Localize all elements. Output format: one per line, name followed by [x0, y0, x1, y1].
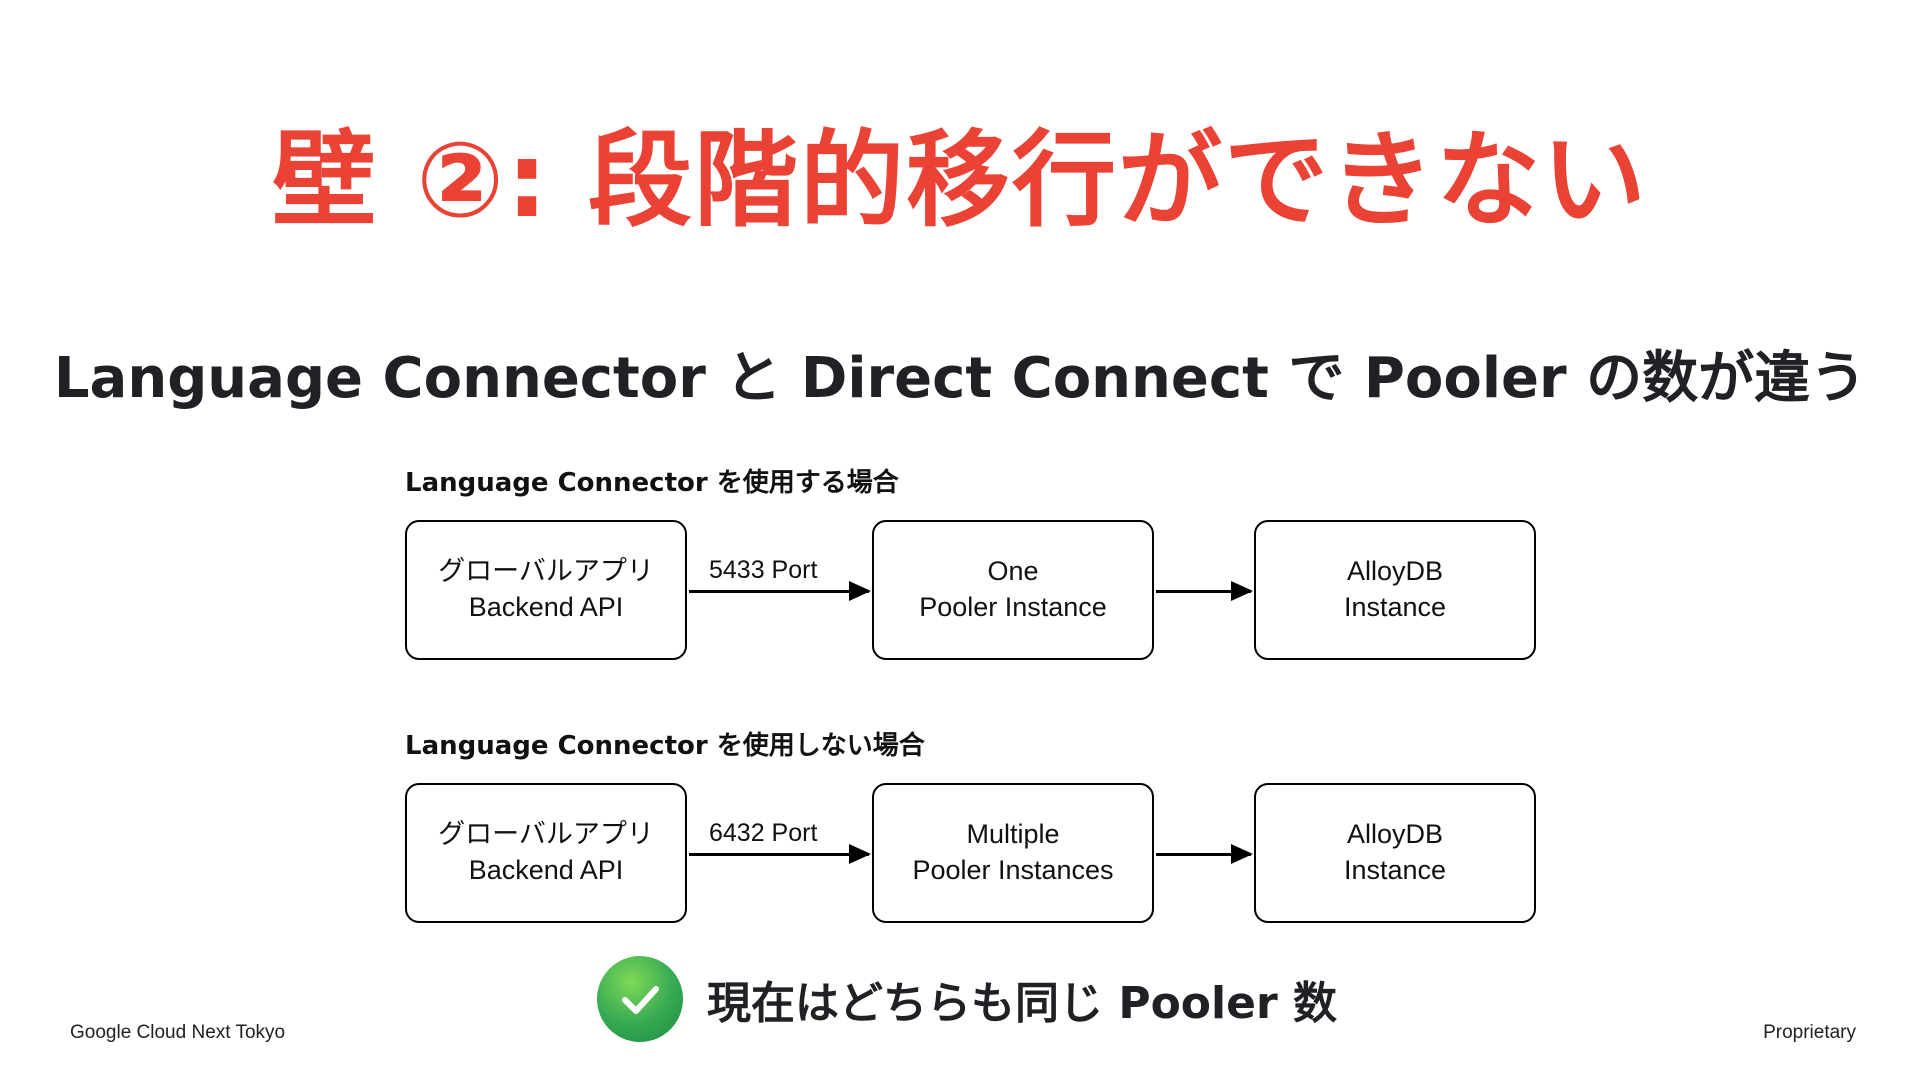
pooler-box-one: One Pooler Instance — [872, 520, 1154, 660]
slide-subtitle: Language Connector と Direct Connect で Po… — [53, 346, 1867, 411]
section-label-with-connector: Language Connector を使用する場合 — [405, 468, 899, 498]
port-label-6432: 6432 Port — [709, 819, 818, 847]
source-box-backend-api-2: グローバルアプリ Backend API — [405, 783, 687, 923]
arrow-api-to-poolers — [689, 845, 871, 863]
footer-proprietary: Proprietary — [1763, 1022, 1856, 1043]
footer-event-name: Google Cloud Next Tokyo — [70, 1022, 286, 1043]
db-box-line1: AlloyDB — [1346, 556, 1444, 587]
port-label-5433: 5433 Port — [709, 556, 818, 584]
db-box-alloydb-2: AlloyDB Instance — [1254, 783, 1536, 923]
arrow-api-to-pooler — [689, 582, 871, 600]
check-circle-icon — [597, 956, 683, 1042]
db-box-line2: Instance — [1343, 592, 1447, 622]
section-label-without-connector: Language Connector を使用しない場合 — [405, 731, 925, 761]
source-box-line2: Backend API — [468, 592, 624, 622]
arrow-pooler-to-db — [1156, 582, 1253, 600]
arrow-poolers-to-db — [1156, 845, 1253, 863]
source-box-line1: グローバルアプリ — [438, 556, 654, 587]
conclusion-text: 現在はどちらも同じ Pooler 数 — [707, 978, 1337, 1029]
pooler-box-multiple: Multiple Pooler Instances — [872, 783, 1154, 923]
db-box-line2: Instance — [1343, 855, 1447, 885]
source-box-line2: Backend API — [468, 855, 624, 885]
conclusion: 現在はどちらも同じ Pooler 数 — [597, 956, 1337, 1042]
db-box-line1: AlloyDB — [1346, 819, 1444, 850]
pooler-box-line1: Multiple — [966, 819, 1060, 850]
pooler-box-line2: Pooler Instances — [912, 855, 1114, 885]
source-box-line1: グローバルアプリ — [438, 819, 654, 850]
pooler-box-line2: Pooler Instance — [919, 592, 1107, 622]
pooler-box-line1: One — [987, 556, 1039, 587]
db-box-alloydb: AlloyDB Instance — [1254, 520, 1536, 660]
source-box-backend-api: グローバルアプリ Backend API — [405, 520, 687, 660]
slide-title: 壁 ②: 段階的移行ができない — [271, 119, 1649, 241]
